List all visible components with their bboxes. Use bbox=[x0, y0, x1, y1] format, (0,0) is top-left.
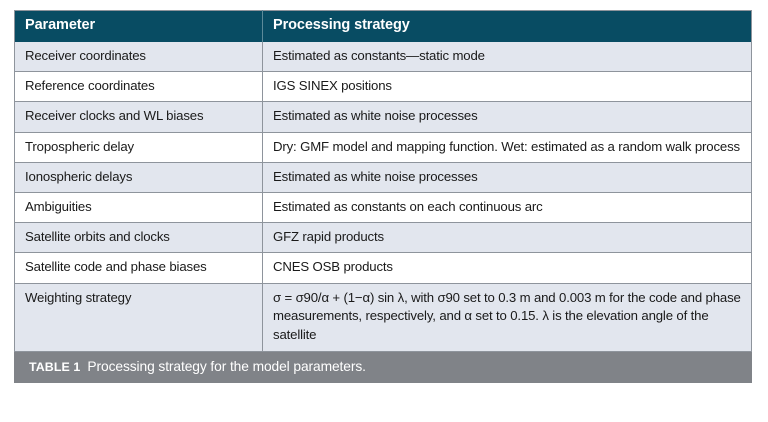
table-row: Receiver coordinates Estimated as consta… bbox=[14, 41, 752, 72]
cell-parameter: Reference coordinates bbox=[14, 71, 263, 102]
caption-label: TABLE 1 bbox=[29, 359, 81, 374]
cell-strategy: Estimated as constants—static mode bbox=[262, 41, 752, 72]
cell-strategy: Estimated as white noise processes bbox=[262, 101, 752, 133]
table-row: Satellite code and phase biases CNES OSB… bbox=[14, 252, 752, 284]
cell-strategy: Dry: GMF model and mapping function. Wet… bbox=[262, 131, 752, 163]
table-row: Ionospheric delays Estimated as white no… bbox=[14, 161, 752, 193]
table-caption: TABLE 1 Processing strategy for the mode… bbox=[14, 351, 752, 383]
cell-strategy: Estimated as constants on each continuou… bbox=[262, 192, 752, 223]
processing-strategy-table: Parameter Processing strategy Receiver c… bbox=[14, 10, 752, 352]
column-header-processing-strategy: Processing strategy bbox=[262, 10, 752, 42]
table-row: Reference coordinates IGS SINEX position… bbox=[14, 71, 752, 102]
table-row: Ambiguities Estimated as constants on ea… bbox=[14, 192, 752, 223]
cell-parameter: Ionospheric delays bbox=[14, 161, 263, 193]
table-row: Tropospheric delay Dry: GMF model and ma… bbox=[14, 131, 752, 163]
table-row: Satellite orbits and clocks GFZ rapid pr… bbox=[14, 222, 752, 253]
cell-parameter: Ambiguities bbox=[14, 192, 263, 223]
table-row: Receiver clocks and WL biases Estimated … bbox=[14, 101, 752, 133]
cell-strategy: CNES OSB products bbox=[262, 252, 752, 284]
cell-parameter: Receiver clocks and WL biases bbox=[14, 101, 263, 133]
cell-strategy: Estimated as white noise processes bbox=[262, 161, 752, 193]
column-header-parameter: Parameter bbox=[14, 10, 263, 42]
table-header-row: Parameter Processing strategy bbox=[14, 10, 752, 42]
cell-strategy: GFZ rapid products bbox=[262, 222, 752, 253]
table-body: Receiver coordinates Estimated as consta… bbox=[14, 41, 752, 352]
table-header: Parameter Processing strategy bbox=[14, 10, 752, 42]
cell-parameter: Satellite orbits and clocks bbox=[14, 222, 263, 253]
table-figure: Parameter Processing strategy Receiver c… bbox=[14, 10, 752, 383]
table-row: Weighting strategy σ = σ90/α + (1−α) sin… bbox=[14, 282, 752, 352]
cell-strategy: σ = σ90/α + (1−α) sin λ, with σ90 set to… bbox=[262, 282, 752, 352]
cell-strategy: IGS SINEX positions bbox=[262, 71, 752, 102]
caption-text: Processing strategy for the model parame… bbox=[87, 358, 366, 374]
cell-parameter: Weighting strategy bbox=[14, 282, 263, 352]
cell-parameter: Satellite code and phase biases bbox=[14, 252, 263, 284]
cell-parameter: Tropospheric delay bbox=[14, 131, 263, 163]
cell-parameter: Receiver coordinates bbox=[14, 41, 263, 72]
